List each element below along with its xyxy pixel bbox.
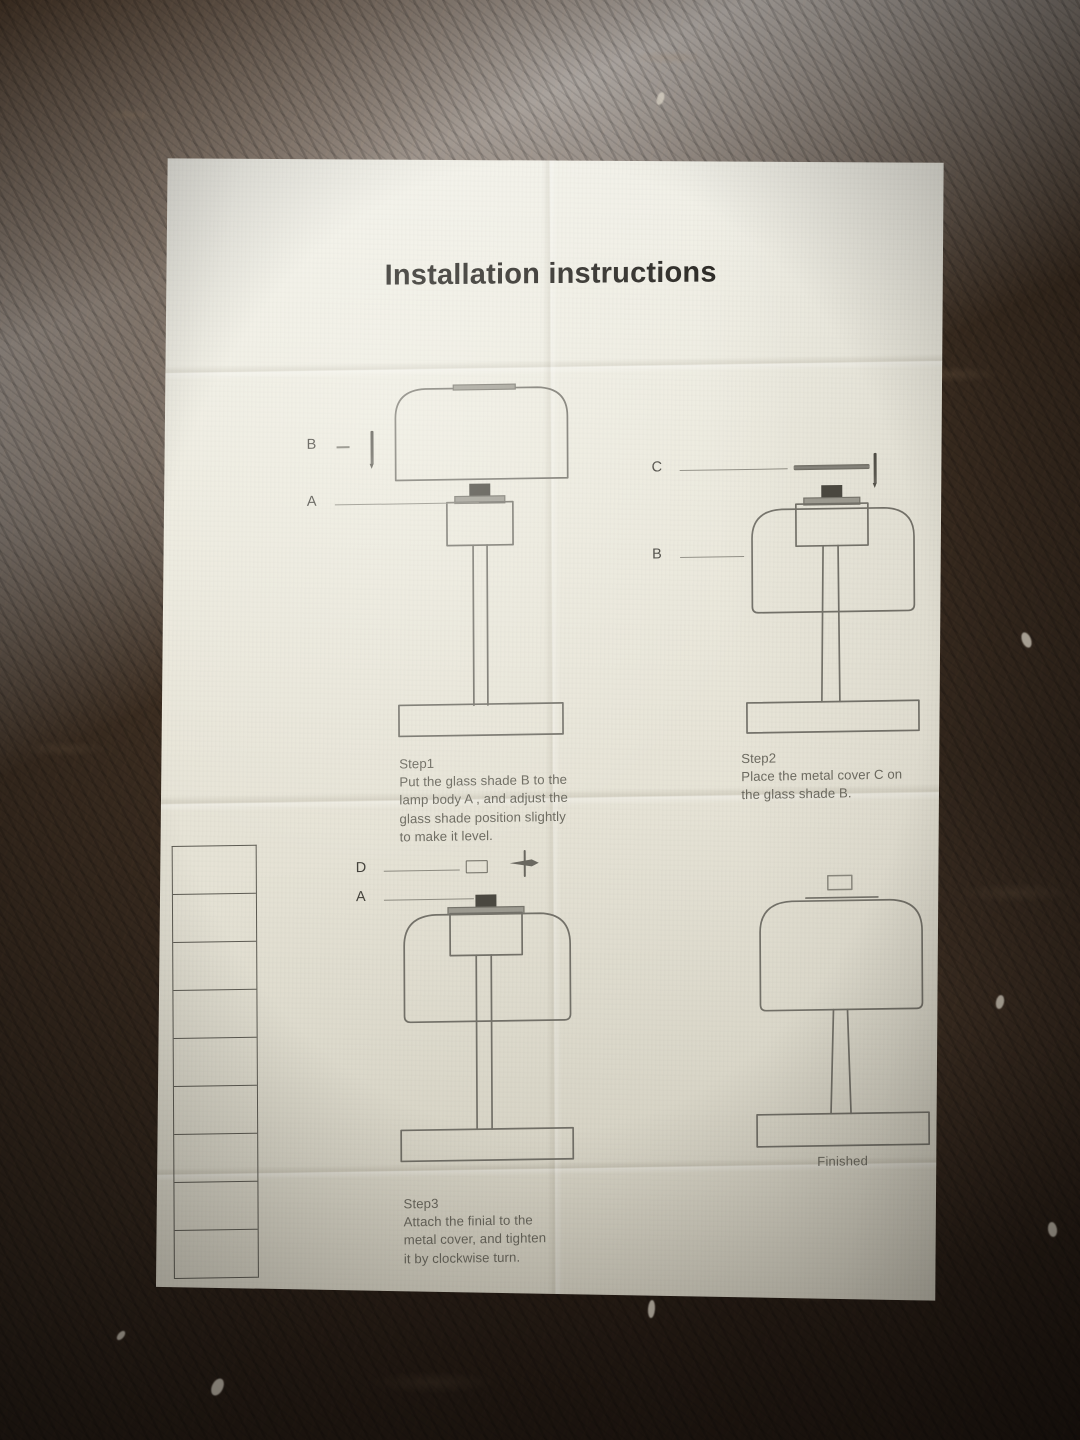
lamp-body-a-part xyxy=(390,483,576,741)
lint-speck xyxy=(115,1329,127,1342)
document-content: Installation instructions xyxy=(150,144,956,1342)
pin-icon xyxy=(874,453,877,484)
step3-heading: Step3 xyxy=(403,1195,439,1212)
callout-label-a: A xyxy=(355,888,367,906)
table-row xyxy=(173,942,256,991)
lint-speck xyxy=(1019,630,1034,650)
lint-speck xyxy=(994,994,1006,1010)
table-row xyxy=(173,990,256,1039)
pin-icon xyxy=(370,431,373,465)
table-row xyxy=(174,1086,257,1135)
step2-heading: Step2 xyxy=(741,750,777,767)
lint-speck xyxy=(655,91,666,106)
table-row xyxy=(174,1182,257,1231)
metal-cover-c-part xyxy=(794,464,870,470)
lint-speck xyxy=(208,1376,227,1398)
callout-label-c: C xyxy=(651,459,663,476)
page-title: Installation instructions xyxy=(384,256,717,292)
table-row xyxy=(173,894,256,943)
callout-label-a: A xyxy=(306,493,318,510)
step3-body: Attach the finial to the metal cover, an… xyxy=(403,1212,547,1267)
callout-label-b: B xyxy=(652,546,663,563)
spec-table xyxy=(172,845,259,1279)
finished-label: Finished xyxy=(817,1153,869,1169)
finished-lamp xyxy=(746,874,937,1149)
glass-shade-b-part xyxy=(391,382,572,485)
step1-body: Put the glass shade B to the lamp body A… xyxy=(399,772,568,845)
shade-on-body-assembly xyxy=(738,484,929,737)
table-row xyxy=(174,1038,257,1087)
callout-leader-d xyxy=(384,870,460,872)
instruction-sheet: Installation instructions xyxy=(150,144,956,1342)
step1-heading: Step1 xyxy=(399,755,435,772)
callout-leader-c xyxy=(680,468,788,471)
table-row xyxy=(174,1134,257,1183)
finial-d-part xyxy=(466,860,488,873)
step2-body: Place the metal cover C on the glass sha… xyxy=(741,766,903,803)
callout-label-b: B xyxy=(306,436,317,453)
table-row xyxy=(173,846,256,895)
callout-dash-b xyxy=(337,446,350,448)
callout-leader-b xyxy=(680,556,744,558)
lint-speck xyxy=(1046,1221,1059,1238)
screwdriver-icon xyxy=(508,850,542,877)
lint-speck xyxy=(647,1299,656,1319)
callout-label-d: D xyxy=(355,859,367,877)
step3-assembly xyxy=(392,892,583,1165)
table-row xyxy=(175,1230,258,1279)
